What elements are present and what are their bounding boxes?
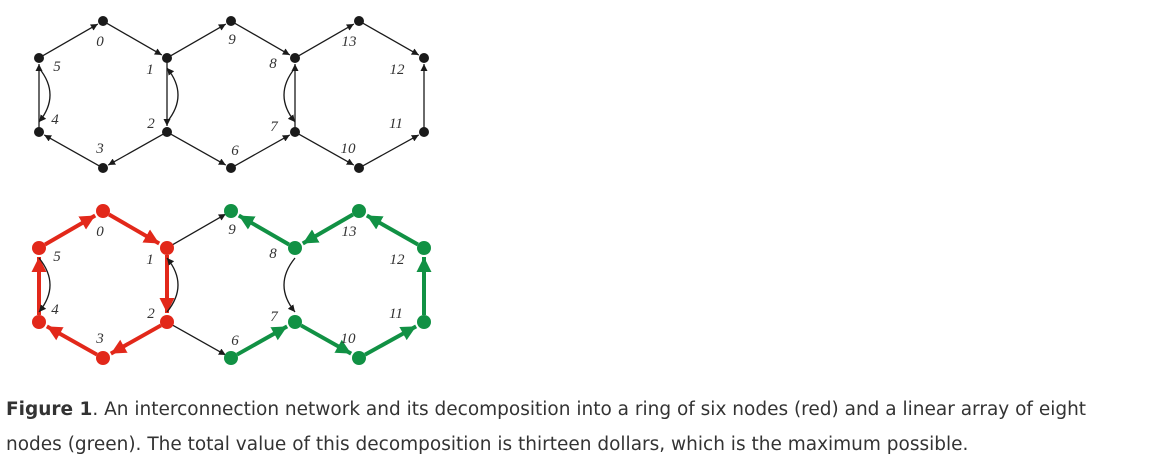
edge-10-11 <box>362 134 420 167</box>
node-label-8: 8 <box>269 56 277 72</box>
node-9 <box>224 204 238 218</box>
node-label-12: 12 <box>390 62 406 78</box>
edge-13-12 <box>362 22 420 56</box>
node-0 <box>96 204 110 218</box>
node-label-0: 0 <box>96 224 104 240</box>
node-label-7: 7 <box>270 119 279 135</box>
node-4 <box>34 127 44 137</box>
node-label-1: 1 <box>146 252 154 268</box>
node-5 <box>34 53 44 63</box>
caption-text: . An interconnection network and its dec… <box>6 399 1087 455</box>
edge-2-6 <box>170 133 227 166</box>
node-label-10: 10 <box>341 331 357 347</box>
node-label-6: 6 <box>231 333 239 349</box>
node-label-4: 4 <box>51 112 59 128</box>
node-label-2: 2 <box>147 306 155 322</box>
node-8 <box>290 53 300 63</box>
edge-6-7 <box>234 134 291 167</box>
figure-caption: Figure 1. An interconnection network and… <box>6 392 1146 462</box>
edge-2-1-curved <box>166 67 179 123</box>
edge-8-9 <box>237 213 290 247</box>
edge-3-4 <box>43 134 100 167</box>
edge-7-10 <box>300 323 353 356</box>
node-3 <box>98 163 108 173</box>
node-1 <box>162 53 172 63</box>
node-label-11: 11 <box>389 306 403 322</box>
caption-label: Figure 1 <box>6 399 93 420</box>
node-1 <box>160 241 174 255</box>
edge-0-1 <box>108 212 161 246</box>
node-label-13: 13 <box>342 224 357 240</box>
node-6 <box>224 351 238 365</box>
node-12 <box>419 53 429 63</box>
edge-8-7-curved <box>283 67 296 123</box>
edge-5-4-curved <box>38 67 51 123</box>
edge-1-9 <box>170 23 227 57</box>
node-7 <box>290 127 300 137</box>
node-13 <box>352 204 366 218</box>
edge-13-8 <box>301 212 354 246</box>
node-label-2: 2 <box>147 116 155 132</box>
node-label-5: 5 <box>53 59 61 75</box>
node-label-8: 8 <box>269 246 277 262</box>
edge-8-13 <box>298 23 355 57</box>
node-2 <box>160 315 174 329</box>
edge-5-4-curved <box>38 257 51 313</box>
node-5 <box>32 241 46 255</box>
edge-8-7-curved <box>283 257 296 313</box>
node-3 <box>96 351 110 365</box>
edge-2-3 <box>107 133 164 166</box>
node-10 <box>354 163 364 173</box>
node-9 <box>226 16 236 26</box>
node-11 <box>417 315 431 329</box>
node-7 <box>288 315 302 329</box>
edge-1-9 <box>170 213 227 247</box>
node-label-12: 12 <box>390 252 406 268</box>
edge-3-4 <box>45 324 98 357</box>
node-label-0: 0 <box>96 34 104 50</box>
edge-12-13 <box>365 213 419 247</box>
node-label-3: 3 <box>95 331 104 347</box>
edge-7-10 <box>298 133 355 166</box>
node-label-6: 6 <box>231 143 239 159</box>
node-label-10: 10 <box>341 141 357 157</box>
node-6 <box>226 163 236 173</box>
node-8 <box>288 241 302 255</box>
edge-2-3 <box>109 323 162 356</box>
node-label-5: 5 <box>53 249 61 265</box>
edge-0-1 <box>106 22 163 56</box>
node-label-3: 3 <box>95 141 104 157</box>
node-0 <box>98 16 108 26</box>
edge-9-8 <box>234 22 291 56</box>
edge-2-1-curved <box>166 257 179 313</box>
node-label-9: 9 <box>228 32 236 48</box>
edge-5-0 <box>42 23 99 57</box>
edge-6-7 <box>236 324 289 357</box>
node-label-9: 9 <box>228 222 236 238</box>
node-11 <box>419 127 429 137</box>
node-label-7: 7 <box>270 309 279 325</box>
edge-5-0 <box>44 213 97 247</box>
node-10 <box>352 351 366 365</box>
node-13 <box>354 16 364 26</box>
node-label-1: 1 <box>146 62 154 78</box>
node-4 <box>32 315 46 329</box>
node-label-11: 11 <box>389 116 403 132</box>
edge-10-11 <box>364 324 418 357</box>
node-2 <box>162 127 172 137</box>
node-label-4: 4 <box>51 302 59 318</box>
node-label-13: 13 <box>342 34 357 50</box>
edge-2-6 <box>170 323 227 356</box>
node-12 <box>417 241 431 255</box>
